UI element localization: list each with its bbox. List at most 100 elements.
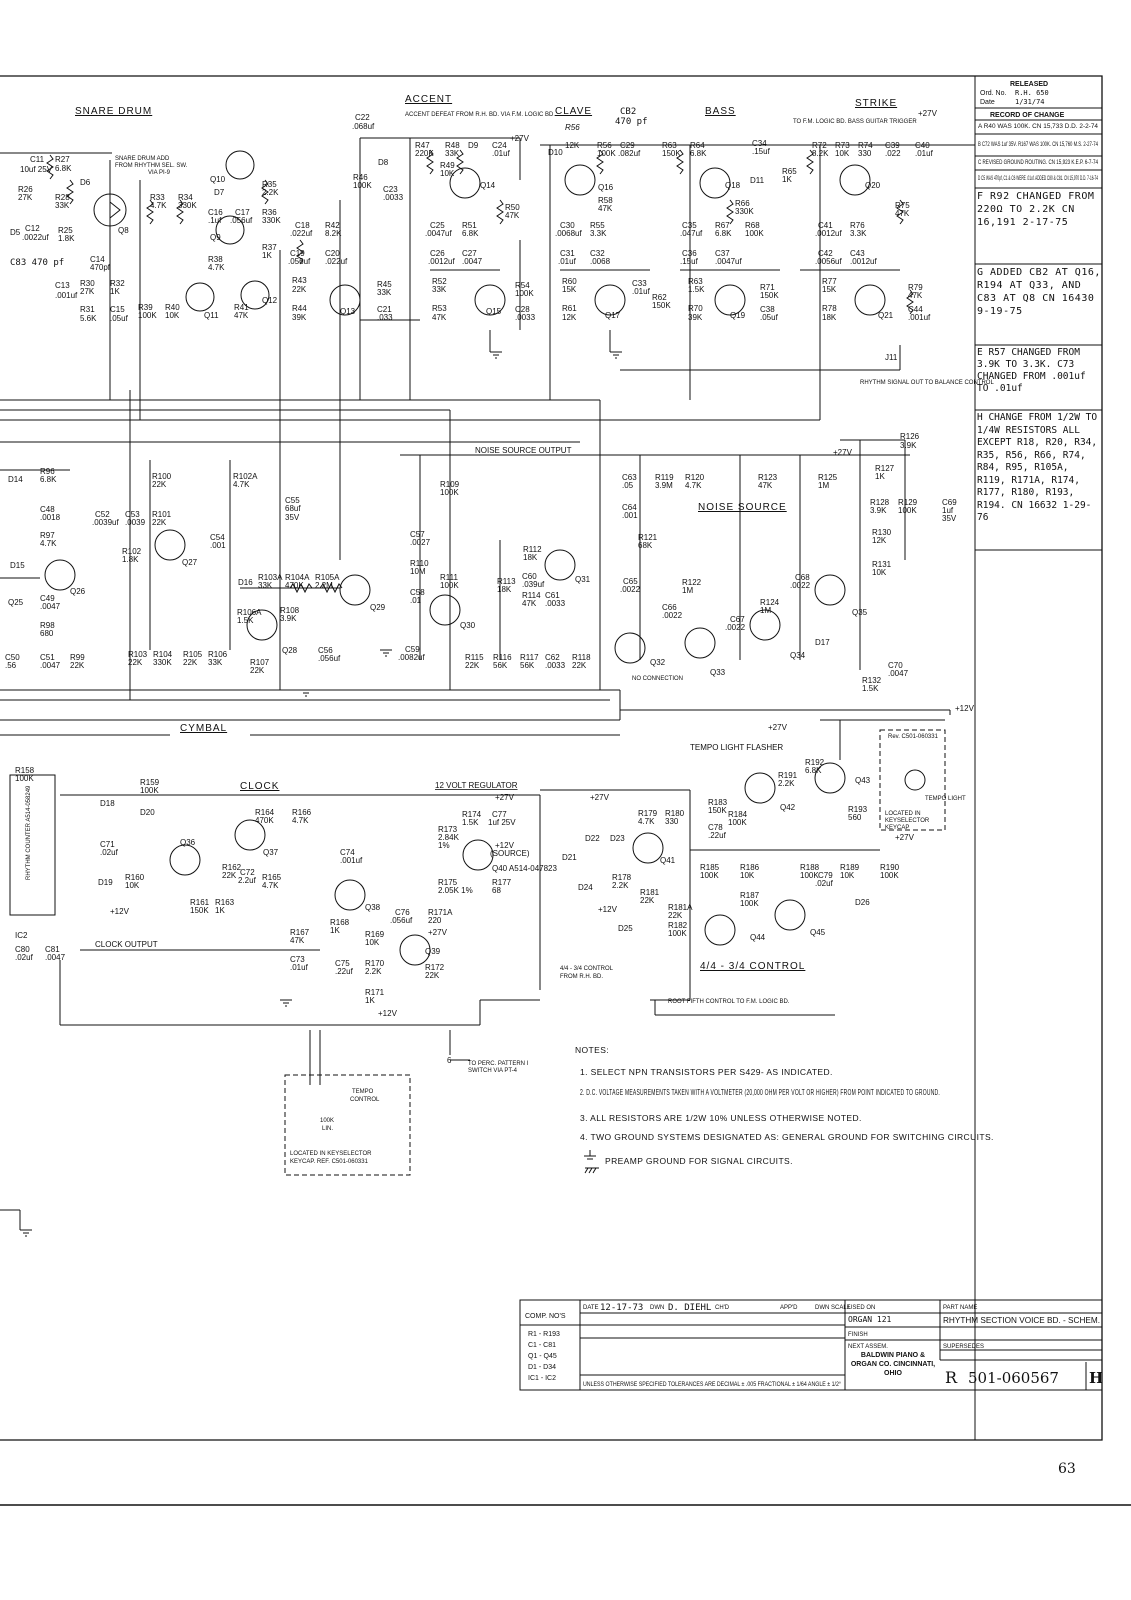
svg-text:Q38: Q38: [365, 903, 381, 912]
svg-text:68uf: 68uf: [285, 504, 301, 513]
svg-text:39K: 39K: [688, 313, 703, 322]
svg-text:R158: R158: [15, 766, 35, 775]
svg-text:.0022: .0022: [620, 585, 641, 594]
svg-text:Q11: Q11: [204, 311, 219, 320]
svg-text:.01uf: .01uf: [558, 257, 577, 266]
svg-text:.0027: .0027: [410, 538, 431, 547]
svg-text:VIA PI-9: VIA PI-9: [148, 170, 171, 176]
svg-text:C65: C65: [623, 577, 638, 586]
svg-text:R71: R71: [760, 283, 775, 292]
svg-text:Q28: Q28: [282, 646, 298, 655]
svg-text:R186: R186: [740, 863, 760, 872]
svg-text:R105: R105: [183, 650, 203, 659]
svg-text:22K: 22K: [70, 661, 85, 670]
svg-text:R74: R74: [858, 141, 873, 150]
tb-comp-1: C1 - C81: [528, 1342, 556, 1349]
svg-text:Q14: Q14: [480, 181, 496, 190]
svg-text:1uf: 1uf: [942, 506, 954, 515]
note-5: PREAMP GROUND FOR SIGNAL CIRCUITS.: [605, 1156, 793, 1166]
svg-text:.01: .01: [410, 596, 422, 605]
tb-doc-number: 501-060567: [968, 1369, 1059, 1387]
svg-text:D25: D25: [618, 924, 633, 933]
svg-text:3.9K: 3.9K: [870, 506, 887, 515]
svg-text:R165: R165: [262, 873, 282, 882]
svg-text:R40: R40: [165, 303, 180, 312]
svg-text:R178: R178: [612, 873, 632, 882]
svg-text:Q27: Q27: [182, 558, 198, 567]
tb-tolerance: UNLESS OTHERWISE SPECIFIED TOLERANCES AR…: [583, 1382, 842, 1388]
svg-text:470pf: 470pf: [90, 263, 111, 272]
svg-text:100K: 100K: [353, 181, 372, 190]
svg-text:R107: R107: [250, 658, 270, 667]
svg-text:R46: R46: [353, 173, 368, 182]
tb-part-name-label: PART NAME: [943, 1305, 977, 1311]
svg-text:C71: C71: [100, 840, 115, 849]
svg-text:R124: R124: [760, 598, 780, 607]
svg-text:100K: 100K: [745, 229, 764, 238]
svg-text:56K: 56K: [493, 661, 508, 670]
svg-text:R78: R78: [822, 304, 837, 313]
label-rhythm-out: RHYTHM SIGNAL OUT TO BALANCE CONTROL: [860, 380, 994, 386]
svg-text:Q17: Q17: [605, 311, 621, 320]
svg-text:.056uf: .056uf: [318, 654, 341, 663]
svg-text:R131: R131: [872, 560, 892, 569]
svg-text:47K: 47K: [908, 291, 923, 300]
svg-text:R77: R77: [822, 277, 837, 286]
svg-text:R54: R54: [515, 281, 530, 290]
svg-text:47K: 47K: [598, 204, 613, 213]
section-accent: ACCENT: [405, 94, 452, 105]
svg-text:18K: 18K: [497, 585, 512, 594]
tb-date: 12-17-73: [600, 1303, 643, 1313]
rev-ord-no: R.H. 650: [1015, 89, 1049, 97]
svg-text:R45: R45: [377, 280, 392, 289]
svg-text:.0047: .0047: [45, 953, 66, 962]
tb-comp-0: R1 - R193: [528, 1331, 560, 1338]
svg-text:6.8K: 6.8K: [690, 149, 707, 158]
svg-text:.0033: .0033: [545, 599, 566, 608]
svg-text:C56: C56: [318, 646, 333, 655]
svg-text:C35: C35: [682, 221, 697, 230]
svg-text:330: 330: [858, 149, 872, 158]
svg-text:R177: R177: [492, 878, 512, 887]
svg-text:R167: R167: [290, 928, 310, 937]
svg-text:R96: R96: [40, 467, 55, 476]
svg-text:220: 220: [428, 916, 442, 925]
svg-text:22K: 22K: [183, 658, 198, 667]
middle-circuit: [0, 439, 906, 670]
svg-text:D6: D6: [80, 178, 91, 187]
svg-text:Q13: Q13: [340, 307, 356, 316]
svg-text:12K: 12K: [562, 313, 577, 322]
svg-text:1.5K: 1.5K: [237, 616, 254, 625]
svg-text:R193: R193: [848, 805, 868, 814]
svg-text:D26: D26: [855, 898, 870, 907]
svg-text:D17: D17: [815, 638, 830, 647]
svg-text:C34: C34: [752, 139, 767, 148]
svg-text:.0012uf: .0012uf: [428, 257, 455, 266]
svg-text:100K: 100K: [728, 818, 747, 827]
label-clock-output: CLOCK OUTPUT: [95, 940, 158, 949]
svg-text:R30: R30: [80, 279, 95, 288]
svg-text:R55: R55: [590, 221, 605, 230]
svg-text:D7: D7: [214, 188, 225, 197]
svg-text:+27V: +27V: [428, 928, 448, 937]
svg-text:100K: 100K: [597, 149, 616, 158]
svg-text:C11: C11: [30, 155, 45, 164]
svg-text:.56: .56: [5, 661, 17, 670]
section-strike: STRIKE: [855, 98, 897, 109]
svg-text:R191: R191: [778, 771, 798, 780]
svg-text:C41: C41: [818, 221, 833, 230]
svg-text:R25: R25: [58, 226, 73, 235]
svg-text:C64: C64: [622, 503, 637, 512]
svg-text:6.8K: 6.8K: [715, 229, 732, 238]
svg-text:100K: 100K: [15, 774, 34, 783]
svg-text:D8: D8: [378, 158, 389, 167]
svg-text:C61: C61: [545, 591, 560, 600]
rev-entry-e: E R57 CHANGED FROM 3.9K TO 3.3K. C73 CHA…: [977, 347, 1086, 394]
svg-text:22K: 22K: [425, 971, 440, 980]
svg-text:SNARE DRUM ADD: SNARE DRUM ADD: [115, 156, 170, 162]
svg-text:Q39: Q39: [425, 947, 441, 956]
svg-text:.15uf: .15uf: [680, 257, 699, 266]
svg-text:R128: R128: [870, 498, 890, 507]
svg-text:R171: R171: [365, 988, 385, 997]
